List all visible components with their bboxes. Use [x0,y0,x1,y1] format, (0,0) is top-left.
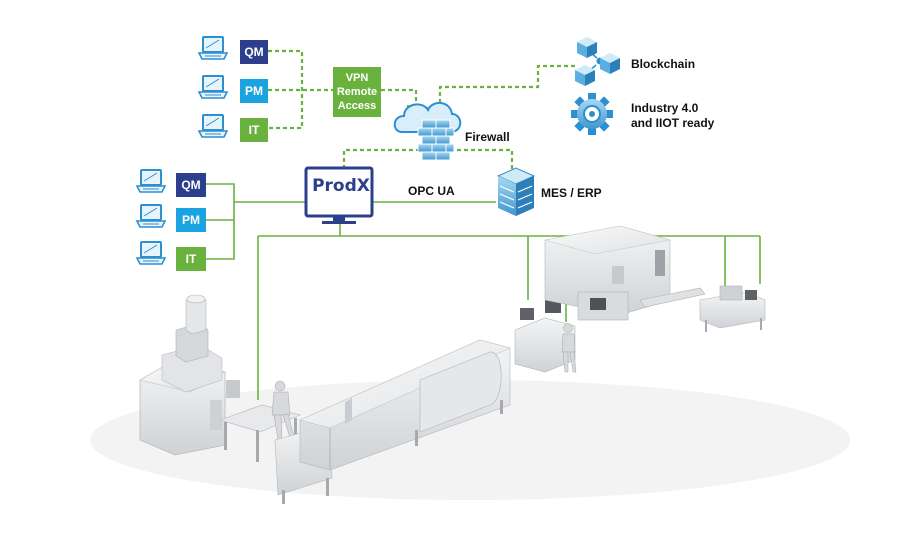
laptop-icon [136,169,166,193]
vpn-label-line3: Access [337,100,377,112]
remote-pm-box: PM [240,79,268,103]
checkweigher [639,285,766,332]
prodx-logo-text: ProdX [312,176,370,196]
cloud-firewall-icon [393,102,462,161]
feeding-station [219,380,301,462]
industry-label-line1: Industry 4.0 [631,101,699,115]
industry-label-line2: and IIOT ready [631,116,715,130]
remote-it-box: IT [240,118,268,142]
server-icon [496,167,536,216]
packaging-machine [544,225,671,321]
vpn-label-line1: VPN [345,72,369,84]
firewall-label: Firewall [465,130,510,144]
opc-ua-label: OPC UA [408,184,455,198]
inspection-station [514,300,577,373]
laptop-icon [198,36,228,60]
laptop-icon [198,114,228,138]
laptop-icon [198,75,228,99]
production-line [139,225,766,504]
local-links [206,183,761,400]
worker-figure [561,323,577,373]
oven-conveyor [274,339,511,504]
worker-figure [271,380,295,441]
vpn-label-line2: Remote [336,86,378,98]
mixer-machine [139,294,240,456]
laptop-icon [136,241,166,265]
local-pm-box: PM [176,208,206,232]
vpn-remote-access-box: VPN Remote Access [333,67,381,117]
gear-icon [571,93,613,135]
laptop-icon [136,204,166,228]
blockchain-icon [575,37,620,86]
remote-qm-box: QM [240,40,268,64]
local-it-box: IT [176,247,206,271]
blockchain-label: Blockchain [631,57,696,71]
local-qm-box: QM [176,173,206,197]
monitor-icon [304,166,374,224]
mes-erp-label: MES / ERP [541,186,602,200]
